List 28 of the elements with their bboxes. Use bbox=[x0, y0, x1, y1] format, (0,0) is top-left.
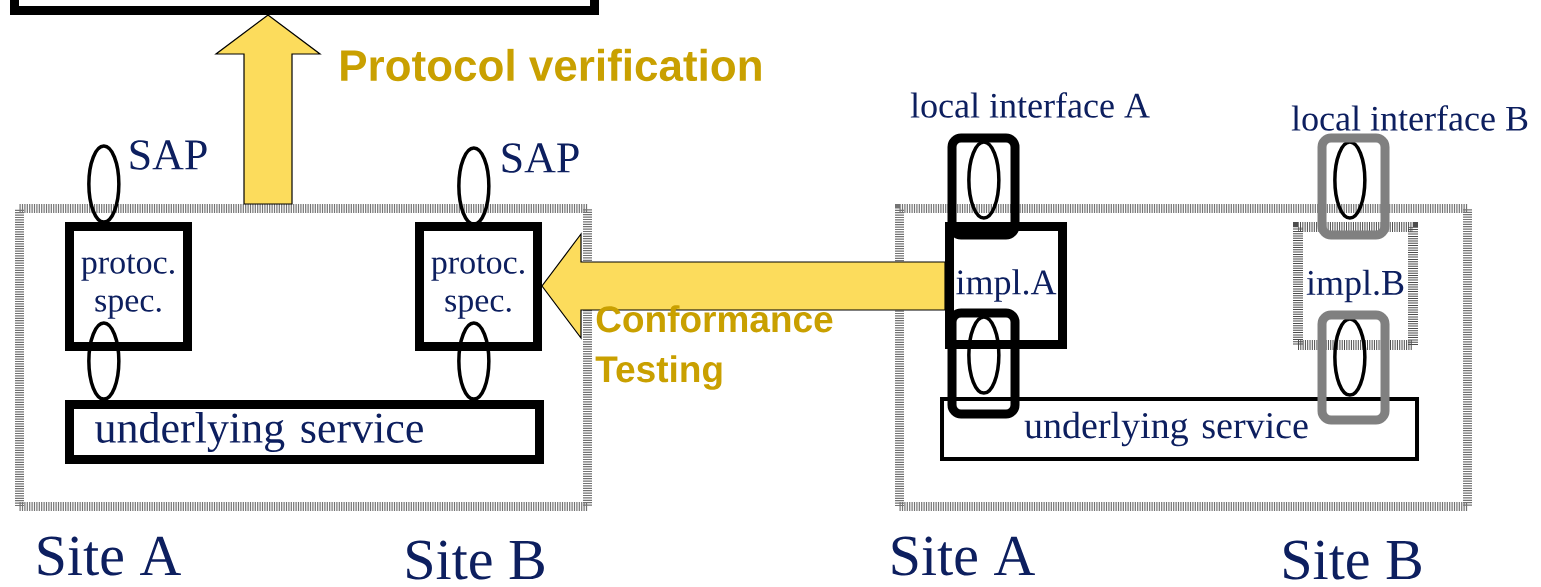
spec-box: protoc. spec. bbox=[65, 222, 192, 351]
interface-label: local interface B bbox=[1291, 105, 1528, 131]
spec-box: protoc. spec. bbox=[415, 222, 542, 351]
implementation-box: impl.B bbox=[1293, 222, 1418, 350]
site-label: Site A bbox=[38, 536, 181, 576]
sap-ellipse bbox=[1333, 317, 1367, 397]
sap-ellipse bbox=[967, 140, 1001, 220]
block-arrow bbox=[541, 232, 946, 340]
top-box bbox=[10, 0, 599, 15]
sap-ellipse bbox=[87, 321, 121, 401]
sap-ellipse bbox=[87, 144, 121, 224]
site-frame bbox=[895, 204, 1472, 511]
interface-label: local interface A bbox=[910, 92, 1150, 118]
sap-label: SAP bbox=[130, 140, 207, 170]
sap-ellipse bbox=[1333, 140, 1367, 220]
implementation-box: impl.A bbox=[945, 222, 1067, 349]
edge-label: Conformance Testing bbox=[595, 305, 833, 390]
sap-ellipse bbox=[457, 321, 491, 401]
block-arrow bbox=[214, 14, 322, 205]
sap-label: SAP bbox=[502, 143, 579, 173]
site-frame bbox=[15, 204, 592, 511]
service-box: underlying service bbox=[65, 400, 544, 464]
service-box: underlying service bbox=[940, 397, 1419, 461]
edge-label: Protocol verification bbox=[341, 48, 761, 82]
site-label: Site B bbox=[1284, 540, 1421, 580]
site-label: Site B bbox=[407, 540, 544, 580]
site-label: Site A bbox=[892, 536, 1035, 576]
sap-ellipse bbox=[967, 315, 1001, 395]
